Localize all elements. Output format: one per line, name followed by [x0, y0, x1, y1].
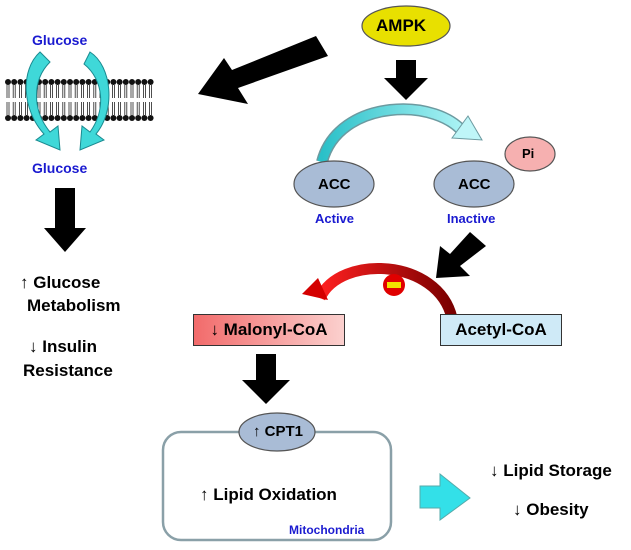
insulin-resistance-line1: ↓ Insulin [29, 337, 97, 356]
inactive-state-label: Inactive [447, 211, 496, 226]
lipid-head [54, 115, 61, 121]
glucose-inside-label: Glucose [32, 160, 88, 176]
lipid-head [48, 115, 55, 121]
lipid-head [5, 79, 11, 85]
phosphate-label: Pi [522, 146, 535, 161]
lipid-head [129, 115, 135, 121]
arrow-acc-to-conversion [436, 232, 486, 278]
lipid-head [17, 79, 24, 85]
lipid-head [67, 115, 73, 121]
lipid-head [48, 79, 55, 85]
cpt1-label: ↑ CPT1 [253, 423, 304, 440]
arrow-malonyl-down [242, 354, 290, 404]
arrow-ampk-down [384, 60, 428, 100]
cell-membrane [5, 79, 154, 121]
glucose-outside-label: Glucose [32, 32, 88, 48]
lipid-head [135, 79, 142, 85]
lipid-head [116, 79, 123, 85]
lipid-head [147, 79, 154, 85]
arrow-acetyl-to-malonyl [302, 263, 458, 320]
lipid-head [79, 115, 86, 121]
acc-inactive-label: ACC [458, 176, 491, 193]
lipid-head [141, 115, 148, 121]
lipid-head [60, 79, 67, 85]
phosphate-node [504, 136, 556, 172]
lipid-head [91, 115, 98, 121]
acc-inactive-node [433, 160, 515, 208]
lipid-head [141, 79, 148, 85]
ampk-node [361, 5, 451, 47]
lipid-head [147, 115, 154, 121]
lipid-head [85, 79, 92, 85]
acc-active-node [293, 160, 375, 208]
lipid-head [5, 115, 11, 121]
acc-active-label: ACC [318, 176, 351, 193]
lipid-head [122, 79, 129, 85]
lipid-head [122, 115, 129, 121]
lipid-head [23, 115, 30, 121]
malonyl-coa-box: ↓ Malonyl-CoA [193, 314, 345, 346]
lipid-head [42, 79, 49, 85]
lipid-head [11, 115, 18, 121]
lipid-head [11, 79, 18, 85]
mitochondria-label: Mitochondria [289, 523, 365, 537]
lipid-head [85, 115, 92, 121]
cpt1-node [238, 412, 316, 452]
lipid-head [110, 79, 117, 85]
lipid-head [73, 79, 80, 85]
lipid-head [42, 115, 49, 121]
lipid-head [60, 115, 67, 121]
arrow-ampk-to-membrane [198, 36, 328, 104]
lipid-head [73, 115, 80, 121]
lipid-oxidation-label: ↑ Lipid Oxidation [200, 485, 337, 504]
lipid-storage-label: ↓ Lipid Storage [490, 461, 612, 480]
ampk-label: AMPK [376, 16, 427, 35]
lipid-head [17, 115, 24, 121]
arrow-acc-inactivation [316, 103, 483, 164]
lipid-head [129, 79, 135, 85]
glucose-transporter-icon [25, 51, 110, 151]
acetyl-coa-box: Acetyl-CoA [440, 314, 562, 346]
glucose-metabolism-line2: Metabolism [27, 296, 121, 315]
lipid-head [110, 115, 117, 121]
lipid-head [79, 79, 86, 85]
glucose-metabolism-line1: ↑ Glucose [20, 273, 101, 292]
insulin-resistance-line2: Resistance [23, 361, 113, 380]
lipid-head [54, 79, 61, 85]
lipid-head [135, 115, 142, 121]
active-state-label: Active [315, 211, 355, 226]
lipid-head [116, 115, 123, 121]
lipid-head [67, 79, 73, 85]
obesity-label: ↓ Obesity [513, 500, 589, 519]
arrow-to-outcomes [419, 472, 471, 521]
arrow-glucose-down [44, 188, 86, 252]
